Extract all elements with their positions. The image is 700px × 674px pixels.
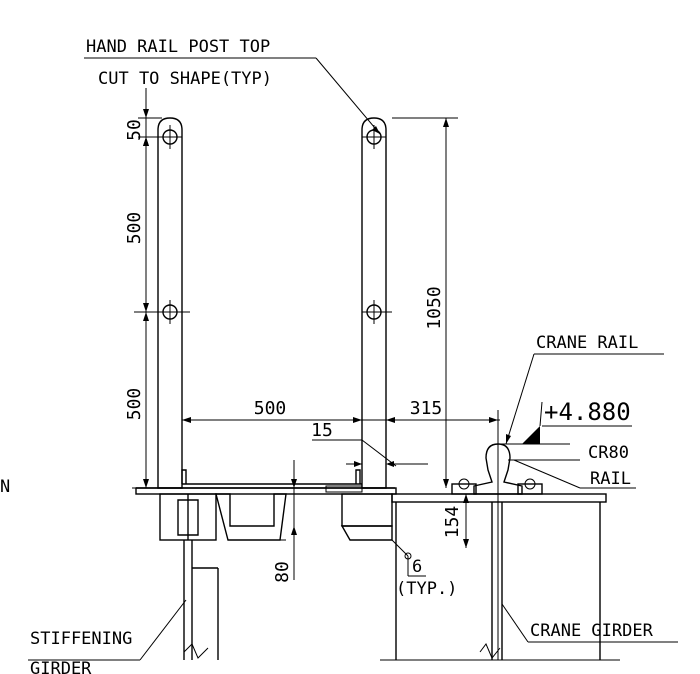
stiffening-label-line1: STIFFENING	[30, 629, 132, 649]
crane-girder-section	[380, 493, 620, 661]
left-handrail-post	[134, 117, 190, 489]
girder-gap-dimension-line	[463, 494, 469, 548]
stiffening-label-line2: GIRDER	[30, 659, 92, 674]
dimension-upper-post: 500	[124, 212, 145, 245]
handrail-top-label-line2: CUT TO SHAPE(TYP)	[98, 69, 272, 89]
elevation-label: +4.880	[544, 398, 631, 426]
weld-typ-label: (TYP.)	[396, 579, 457, 599]
dimension-plate: 15	[311, 420, 333, 441]
beam-depth-dimension-line	[291, 460, 297, 580]
rail-leader-lines	[508, 459, 636, 489]
handrail-top-leader	[84, 57, 381, 135]
dimension-rail-offset: 315	[410, 398, 443, 419]
cropped-edge-letter: N	[0, 477, 10, 497]
right-handrail-post	[361, 117, 392, 489]
crane-rail-leader	[505, 353, 664, 445]
dimension-girder-gap: 154	[442, 506, 463, 539]
crane-rail-label: CRANE RAIL	[536, 333, 638, 353]
dimension-post-spacing: 500	[254, 398, 287, 419]
post-height-dimension-line	[392, 117, 458, 488]
dimension-lower-post: 500	[124, 388, 145, 421]
dimension-post-height: 1050	[424, 286, 445, 329]
dimension-top-offset: 50	[124, 119, 145, 141]
crane-girder-leader	[501, 603, 678, 643]
crane-rail-profile	[451, 443, 543, 495]
stiffening-girder-section	[159, 493, 393, 660]
crane-girder-label: CRANE GIRDER	[530, 621, 654, 641]
plate-dimension-leader	[312, 439, 428, 467]
elevation-marker	[498, 401, 632, 445]
handrail-top-label-line1: HAND RAIL POST TOP	[86, 37, 270, 57]
walkway-deck	[135, 469, 397, 495]
horizontal-dimension-line	[182, 410, 500, 660]
stiffening-girder-leader	[28, 599, 187, 661]
dimension-beam-depth: 80	[272, 561, 293, 583]
weld-callout	[391, 539, 426, 577]
weld-size-label: 6	[412, 557, 422, 577]
rail-label: RAIL	[590, 469, 631, 489]
rail-size-label: CR80	[588, 443, 629, 463]
